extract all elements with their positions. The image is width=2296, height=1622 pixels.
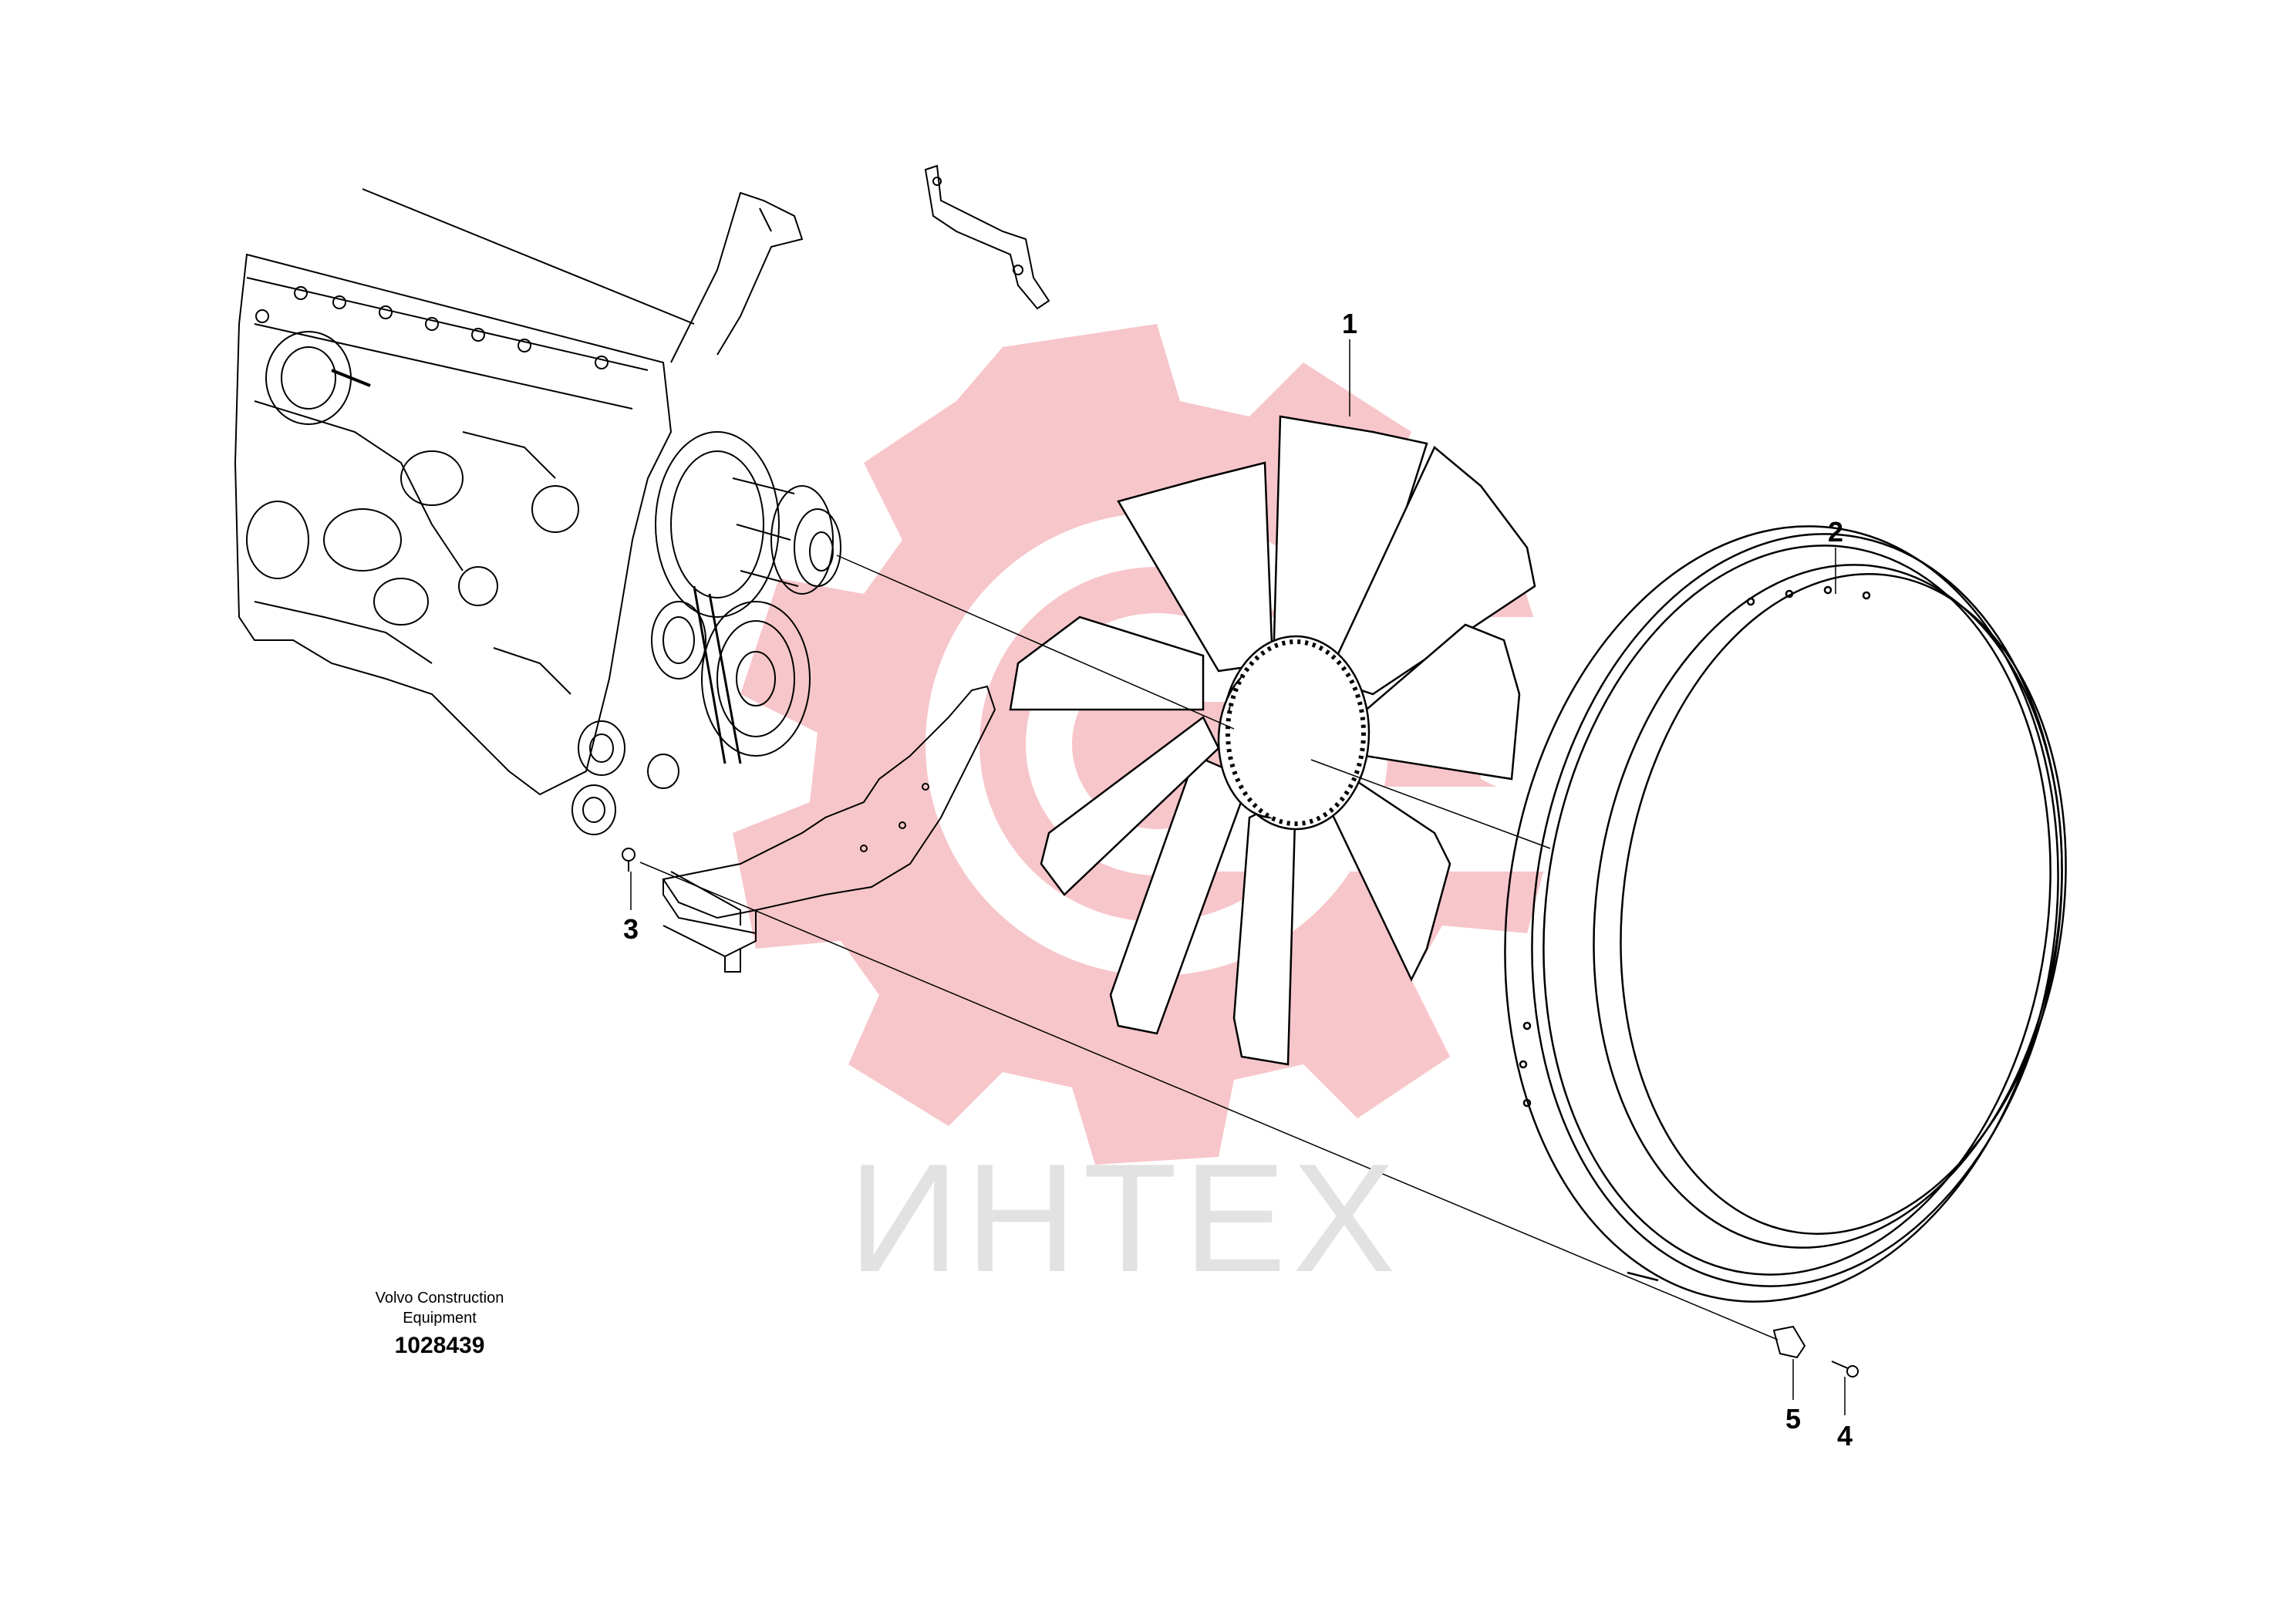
watermark-text: ИНТЕХ (848, 1132, 1402, 1304)
callout-1: 1 (1341, 308, 1358, 339)
fan (1009, 415, 1536, 1066)
engine-block (234, 188, 841, 835)
fan-shroud-ring (1504, 525, 2067, 1303)
caption-line2: Equipment (403, 1310, 477, 1327)
document-number: 1028439 (394, 1333, 485, 1358)
bolt-3 (622, 848, 636, 872)
assembly-lines (630, 339, 1846, 1415)
bolt-4 (1831, 1361, 1859, 1378)
clip-5 (1772, 1325, 1806, 1359)
callout-5: 5 (1785, 1403, 1802, 1435)
upper-bracket (924, 164, 1050, 310)
callout-3: 3 (622, 913, 639, 945)
callout-4: 4 (1836, 1420, 1853, 1452)
caption-line1: Volvo Construction (375, 1290, 504, 1307)
callout-2: 2 (1827, 516, 1844, 548)
